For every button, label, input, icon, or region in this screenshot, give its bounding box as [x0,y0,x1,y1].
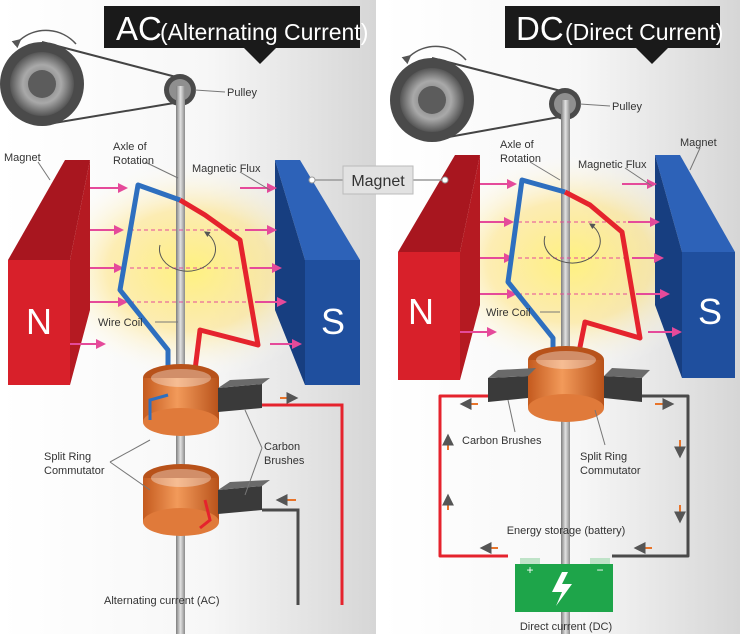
ac-brushes-label-1: Carbon [264,441,300,453]
dc-output-label: Direct current (DC) [520,621,612,633]
ac-wire-coil-label: Wire Coil [98,317,143,329]
ac-commutator-ring-lower [143,464,219,536]
dc-diagram [390,45,735,634]
ac-output-wire-gray [262,508,300,605]
dc-coil-blue-wire [505,177,566,370]
dc-commutator-ring [528,346,604,422]
dc-south-label: S [698,291,722,332]
dc-battery-label: Energy storage (battery) [507,525,626,537]
ac-magnet-label: Magnet [4,152,41,164]
dc-rotation-arrow [401,45,467,65]
dc-leader-lines [507,103,701,446]
battery-minus-label: − [596,563,603,577]
dc-pulley-label: Pulley [612,101,642,113]
ac-commutator-label-1: Split Ring [44,451,91,463]
dc-carbon-brush-right [604,368,650,402]
dc-commutator-label-2: Commutator [580,465,641,477]
dc-circuit-wire-red [438,394,508,558]
dc-flux-label: Magnetic Flux [578,159,647,171]
ac-drive-wheel [0,42,84,126]
dc-south-magnet [655,155,735,378]
ac-commutator-ring-upper [143,364,219,436]
ac-axle [176,86,185,634]
dc-brushes-label: Carbon Brushes [462,435,542,447]
dc-coil-red-wire [563,189,643,373]
ac-flux-arrows [70,183,302,349]
ac-south-magnet [275,160,360,385]
ac-coil-red-wire [178,197,261,411]
lightning-bolt-icon [552,572,572,606]
dc-coil-rotation-arrow [543,223,601,264]
dc-drive-belt [431,57,566,141]
dc-title-banner: DC (Direct Current) [505,6,723,64]
ac-drive-belt [41,41,181,126]
dc-north-magnet [398,155,480,380]
dc-carbon-brush-left [488,368,536,402]
dc-current-arrows [442,398,686,554]
dc-title-main: DC [516,10,564,47]
ac-ring-blue-lead [148,393,169,420]
dc-flux-arrows [460,179,682,337]
ac-ring-red-lead [199,499,212,530]
dc-magnet-label: Magnet [680,137,717,149]
dc-circuit-wire-gray [612,394,690,558]
center-magnet-label: Magnet [351,173,405,190]
ac-brushes-label-2: Brushes [264,455,305,467]
ac-coil-blue-wire [117,182,181,400]
dc-axle-label-2: Rotation [500,153,541,165]
ac-rotation-arrow [11,29,77,49]
ac-axle-label-1: Axle of [113,141,148,153]
ac-south-label: S [321,301,345,342]
dc-north-label: N [408,291,434,332]
ac-flux-glow [40,160,340,380]
dc-commutator-label-1: Split Ring [580,451,627,463]
ac-carbon-brush-lower [218,480,270,514]
ac-title-banner: AC (Alternating Current) [104,6,368,64]
panel-divider [376,0,383,634]
ac-diagram [0,29,360,634]
ac-output-wire-red [262,403,344,605]
ac-north-label: N [26,301,52,342]
ac-title-sub: (Alternating Current) [160,19,368,45]
dc-axle-label-1: Axle of [500,139,535,151]
ac-leader-lines [37,89,271,496]
ac-carbon-brush-upper [218,378,270,412]
ac-output-label: Alternating current (AC) [104,595,220,607]
ac-axle-label-2: Rotation [113,155,154,167]
center-magnet-callout: Magnet [308,165,449,195]
dc-drive-wheel [390,58,474,142]
ac-coil-rotation-arrow [159,231,216,272]
ac-commutator-label-2: Commutator [44,465,105,477]
ac-north-magnet [8,160,90,385]
dc-title-sub: (Direct Current) [565,19,723,45]
battery-plus-label: + [526,563,533,577]
ac-title-main: AC [116,10,162,47]
dc-wire-coil-label: Wire Coil [486,307,531,319]
dc-battery [515,558,613,612]
ac-flux-label: Magnetic Flux [192,163,261,175]
ac-pulley-label: Pulley [227,87,257,99]
